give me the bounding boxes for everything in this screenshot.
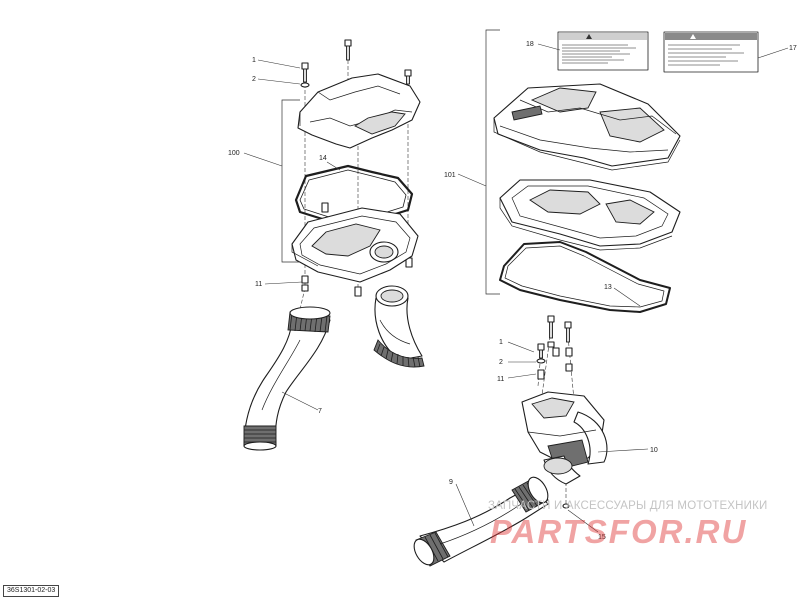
- callout-7: 7: [318, 408, 322, 415]
- callout-13: 13: [604, 284, 612, 291]
- air-box-frame-right: [499, 179, 681, 251]
- svg-text:PARTSFOR.RU: PARTSFOR.RU: [490, 513, 747, 549]
- callout-10: 10: [650, 447, 658, 454]
- diagram-code: 36S1301-02-03: [3, 585, 60, 597]
- air-box-cover-left: [297, 73, 421, 149]
- leaders-left: [243, 59, 341, 411]
- leaders-right-top: [457, 29, 789, 307]
- callout-11: 11: [255, 281, 262, 288]
- callout-1: 1: [252, 57, 256, 64]
- callout-11-lower: 11: [497, 376, 504, 383]
- watermark-tagline: ЗАПЧАСТИ И АКСЕССУАРЫ ДЛЯ МОТОТЕХНИКИ: [488, 500, 768, 512]
- gasket-13: [499, 241, 671, 313]
- callout-14: 14: [319, 155, 327, 162]
- bolt-right-left: [404, 69, 412, 85]
- watermark: ЗАПЧАСТИ И АКСЕССУАРЫ ДЛЯ МОТОТЕХНИКИ PA…: [488, 500, 793, 549]
- adapter-10: [521, 391, 608, 485]
- callout-9: 9: [449, 479, 453, 486]
- hose-elbow-left: [373, 285, 425, 368]
- watermark-logo: PARTSFOR.RU: [490, 513, 747, 549]
- callout-2: 2: [252, 76, 256, 83]
- warning-triangle-icon: [690, 34, 696, 39]
- callout-18: 18: [526, 41, 534, 48]
- bolt-top-center: [344, 39, 352, 61]
- warning-triangle-icon: [586, 34, 592, 39]
- callout-labels: 1 2 100 14 11 7 18 17 101 13 1 2 11 10 9…: [228, 41, 797, 541]
- callout-17: 17: [789, 45, 797, 52]
- air-box-base-left: [291, 207, 419, 283]
- callout-15: 15: [598, 534, 606, 541]
- pipe-7: [243, 306, 331, 451]
- callout-100: 100: [228, 150, 240, 157]
- pipe-9: [413, 476, 549, 567]
- air-box-cover-right: [493, 83, 681, 171]
- bolts-right-lower: [536, 315, 573, 509]
- caution-label-18: [557, 31, 649, 71]
- bolt-1-left: [300, 62, 310, 88]
- callout-2-lower: 2: [499, 359, 503, 366]
- warning-label-17: [663, 31, 759, 73]
- leaders-right-lower: [455, 341, 649, 533]
- callout-101: 101: [444, 172, 456, 179]
- callout-1-lower: 1: [499, 339, 503, 346]
